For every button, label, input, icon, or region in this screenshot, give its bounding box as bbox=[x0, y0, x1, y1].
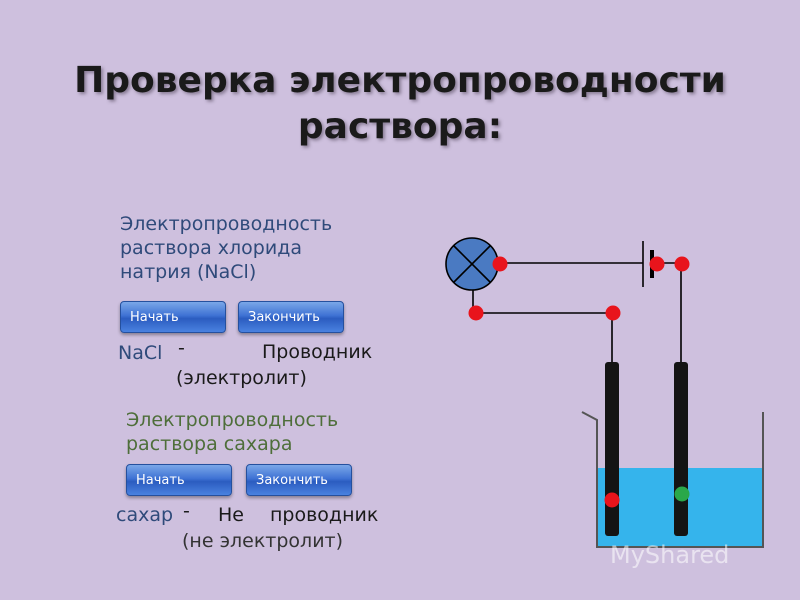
nacl-label-line-1: Электропроводность bbox=[120, 213, 333, 235]
nacl-end-button[interactable]: Закончить bbox=[238, 301, 344, 333]
sugar-result-word-1: Не bbox=[218, 504, 244, 526]
wire-battery-to-right-electrode bbox=[652, 262, 682, 363]
watermark: MyShared bbox=[610, 541, 730, 569]
contact-point bbox=[674, 256, 690, 272]
nacl-result-note: (электролит) bbox=[176, 367, 307, 389]
right-electrode bbox=[674, 362, 688, 536]
nacl-result-dash: - bbox=[178, 337, 185, 359]
sugar-label-line-2: раствора сахара bbox=[126, 433, 293, 455]
nacl-result-word: Проводник bbox=[262, 341, 373, 363]
sugar-start-button[interactable]: Начать bbox=[126, 464, 232, 496]
contact-point bbox=[605, 305, 621, 321]
nacl-section-label: Электропроводность раствора хлорида натр… bbox=[120, 212, 332, 284]
nacl-result-subject: NaCl bbox=[118, 342, 163, 364]
lamp-icon bbox=[445, 237, 499, 291]
title-line-2: раствора: bbox=[297, 106, 503, 147]
circuit-wires bbox=[472, 262, 682, 363]
title-line-1: Проверка электропроводности bbox=[74, 60, 726, 101]
contact-point bbox=[468, 305, 484, 321]
nacl-label-line-3: натрия (NaCl) bbox=[120, 261, 257, 283]
sugar-section-label: Электропроводность раствора сахара bbox=[126, 408, 338, 456]
sugar-result-subject: сахар bbox=[116, 504, 174, 526]
left-electrode-indicator bbox=[604, 492, 620, 508]
contact-point bbox=[649, 256, 665, 272]
page-title: Проверка электропроводности раствора: bbox=[0, 58, 800, 150]
wire-lamp-to-left-electrode bbox=[472, 290, 613, 363]
circuit-contacts bbox=[468, 256, 690, 508]
nacl-start-button[interactable]: Начать bbox=[120, 301, 226, 333]
left-electrode bbox=[605, 362, 619, 536]
contact-point bbox=[492, 256, 508, 272]
sugar-result-dash: - bbox=[183, 500, 190, 522]
nacl-label-line-2: раствора хлорида bbox=[120, 237, 302, 259]
right-electrode-indicator bbox=[674, 486, 690, 502]
sugar-label-line-1: Электропроводность bbox=[126, 409, 339, 431]
sugar-result-word-2: проводник bbox=[270, 504, 379, 526]
sugar-result-note: (не электролит) bbox=[182, 530, 344, 552]
sugar-end-button[interactable]: Закончить bbox=[246, 464, 352, 496]
